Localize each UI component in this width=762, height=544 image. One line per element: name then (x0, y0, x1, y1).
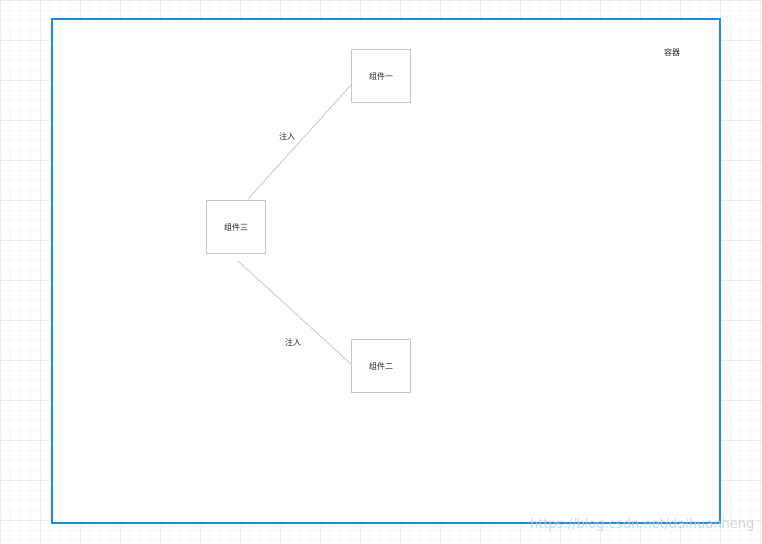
node-component-3[interactable]: 组件三 (206, 200, 266, 254)
edge-comp3-comp1 (247, 83, 353, 200)
edge-label-inject-1: 注入 (279, 132, 295, 141)
node-component-2[interactable]: 组件二 (351, 339, 411, 393)
edge-label-inject-2: 注入 (285, 338, 301, 347)
node-component-1-label: 组件一 (369, 71, 393, 81)
node-component-2-label: 组件二 (369, 361, 393, 371)
container-label: 容器 (664, 48, 680, 57)
node-component-3-label: 组件三 (224, 222, 248, 232)
watermark: https://blog.csdn.net/daihuanheng (530, 517, 755, 532)
edge-comp3-comp2 (237, 260, 353, 366)
node-component-1[interactable]: 组件一 (351, 49, 411, 103)
